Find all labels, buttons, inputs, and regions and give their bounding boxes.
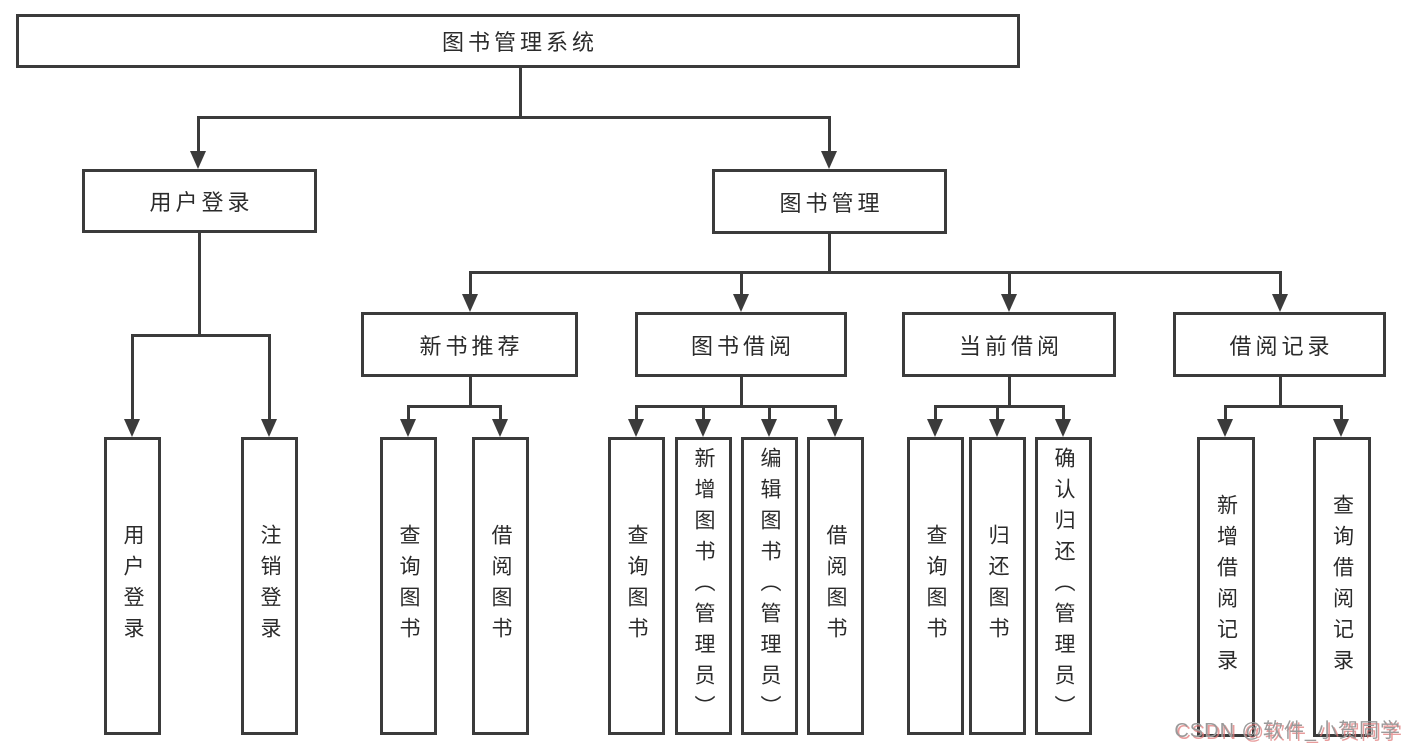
- connector-line: [767, 406, 771, 421]
- node-leaf-borrow-book-recommend: 借阅图书: [472, 437, 529, 735]
- arrowhead-down-icon: [821, 151, 837, 169]
- node-label: 查询图书: [625, 524, 648, 648]
- node-root: 图书管理系统: [16, 14, 1020, 68]
- connector-line: [739, 377, 743, 408]
- node-book-management: 图书管理: [712, 169, 947, 234]
- node-leaf-add-borrow-record: 新增借阅记录: [1197, 437, 1255, 737]
- node-leaf-query-book-borrowing: 查询图书: [608, 437, 665, 735]
- node-user-login: 用户登录: [82, 169, 317, 233]
- arrowhead-down-icon: [462, 294, 478, 312]
- arrowhead-down-icon: [1001, 294, 1017, 312]
- arrowhead-down-icon: [628, 419, 644, 437]
- arrowhead-down-icon: [1272, 294, 1288, 312]
- connector-line: [1223, 406, 1227, 421]
- node-label: 借阅记录: [1229, 333, 1334, 359]
- connector-line: [634, 404, 837, 408]
- connector-line: [1007, 377, 1011, 408]
- connector-line: [995, 406, 999, 421]
- node-label: 注销登录: [258, 524, 281, 648]
- connector-line: [1278, 272, 1282, 296]
- node-label: 归还图书: [986, 524, 1009, 648]
- arrowhead-down-icon: [124, 419, 140, 437]
- arrowhead-down-icon: [190, 151, 206, 169]
- arrowhead-down-icon: [761, 419, 777, 437]
- connector-line: [197, 233, 201, 337]
- node-leaf-query-borrow-record: 查询借阅记录: [1313, 437, 1371, 737]
- node-leaf-query-book-current: 查询图书: [907, 437, 964, 735]
- node-label: 编辑图书（管理员）: [758, 446, 781, 726]
- connector-line: [406, 406, 410, 421]
- connector-line: [933, 406, 937, 421]
- connector-line: [827, 117, 831, 153]
- node-label: 查询借阅记录: [1330, 494, 1354, 680]
- connector-line: [468, 377, 472, 408]
- connector-line: [833, 406, 837, 421]
- arrowhead-down-icon: [827, 419, 843, 437]
- node-book-borrowing: 图书借阅: [635, 312, 847, 377]
- node-leaf-confirm-return-admin: 确认归还（管理员）: [1035, 437, 1092, 735]
- connector-line: [196, 117, 200, 153]
- connector-line: [1007, 272, 1011, 296]
- node-label: 借阅图书: [824, 524, 847, 648]
- connector-line: [468, 272, 472, 296]
- connector-line: [468, 270, 1282, 274]
- arrowhead-down-icon: [492, 419, 508, 437]
- node-leaf-user-login: 用户登录: [104, 437, 161, 735]
- connector-line: [1339, 406, 1343, 421]
- connector-line: [933, 404, 1065, 408]
- node-label: 图书管理系统: [441, 30, 598, 55]
- arrowhead-down-icon: [989, 419, 1005, 437]
- connector-line: [739, 272, 743, 296]
- arrowhead-down-icon: [400, 419, 416, 437]
- arrowhead-down-icon: [1217, 419, 1233, 437]
- node-label: 图书借阅: [690, 333, 795, 359]
- node-leaf-add-book-admin: 新增图书（管理员）: [675, 437, 732, 735]
- node-current-borrowing: 当前借阅: [902, 312, 1116, 377]
- node-leaf-logout: 注销登录: [241, 437, 298, 735]
- node-leaf-query-book-recommend: 查询图书: [380, 437, 437, 735]
- connector-line: [498, 406, 502, 421]
- node-label: 新书推荐: [419, 333, 524, 359]
- arrowhead-down-icon: [695, 419, 711, 437]
- node-new-book-recommend: 新书推荐: [361, 312, 578, 377]
- node-leaf-borrow-book-borrowing: 借阅图书: [807, 437, 864, 735]
- connector-line: [634, 406, 638, 421]
- arrowhead-down-icon: [261, 419, 277, 437]
- connector-line: [701, 406, 705, 421]
- node-label: 查询图书: [924, 524, 947, 648]
- node-label: 用户登录: [121, 524, 144, 648]
- arrowhead-down-icon: [733, 294, 749, 312]
- node-label: 用户登录: [149, 190, 254, 215]
- connector-line: [518, 68, 522, 119]
- node-borrowing-records: 借阅记录: [1173, 312, 1386, 377]
- node-label: 新增借阅记录: [1214, 494, 1238, 680]
- watermark: CSDN @软件_小贺同学: [1174, 720, 1401, 742]
- connector-line: [130, 333, 271, 337]
- node-label: 查询图书: [397, 524, 420, 648]
- node-label: 确认归还（管理员）: [1052, 446, 1075, 726]
- node-label: 当前借阅: [958, 333, 1063, 359]
- connector-line: [1223, 404, 1343, 408]
- arrowhead-down-icon: [1333, 419, 1349, 437]
- connector-line: [196, 115, 831, 119]
- connector-line: [827, 234, 831, 274]
- connector-line: [267, 335, 271, 421]
- node-leaf-return-book: 归还图书: [969, 437, 1026, 735]
- arrowhead-down-icon: [927, 419, 943, 437]
- node-label: 新增图书（管理员）: [692, 446, 715, 726]
- connector-line: [1061, 406, 1065, 421]
- arrowhead-down-icon: [1055, 419, 1071, 437]
- connector-line: [406, 404, 502, 408]
- connector-line: [130, 335, 134, 421]
- node-label: 图书管理: [779, 190, 884, 216]
- connector-line: [1278, 377, 1282, 408]
- node-leaf-edit-book-admin: 编辑图书（管理员）: [741, 437, 798, 735]
- node-label: 借阅图书: [489, 524, 512, 648]
